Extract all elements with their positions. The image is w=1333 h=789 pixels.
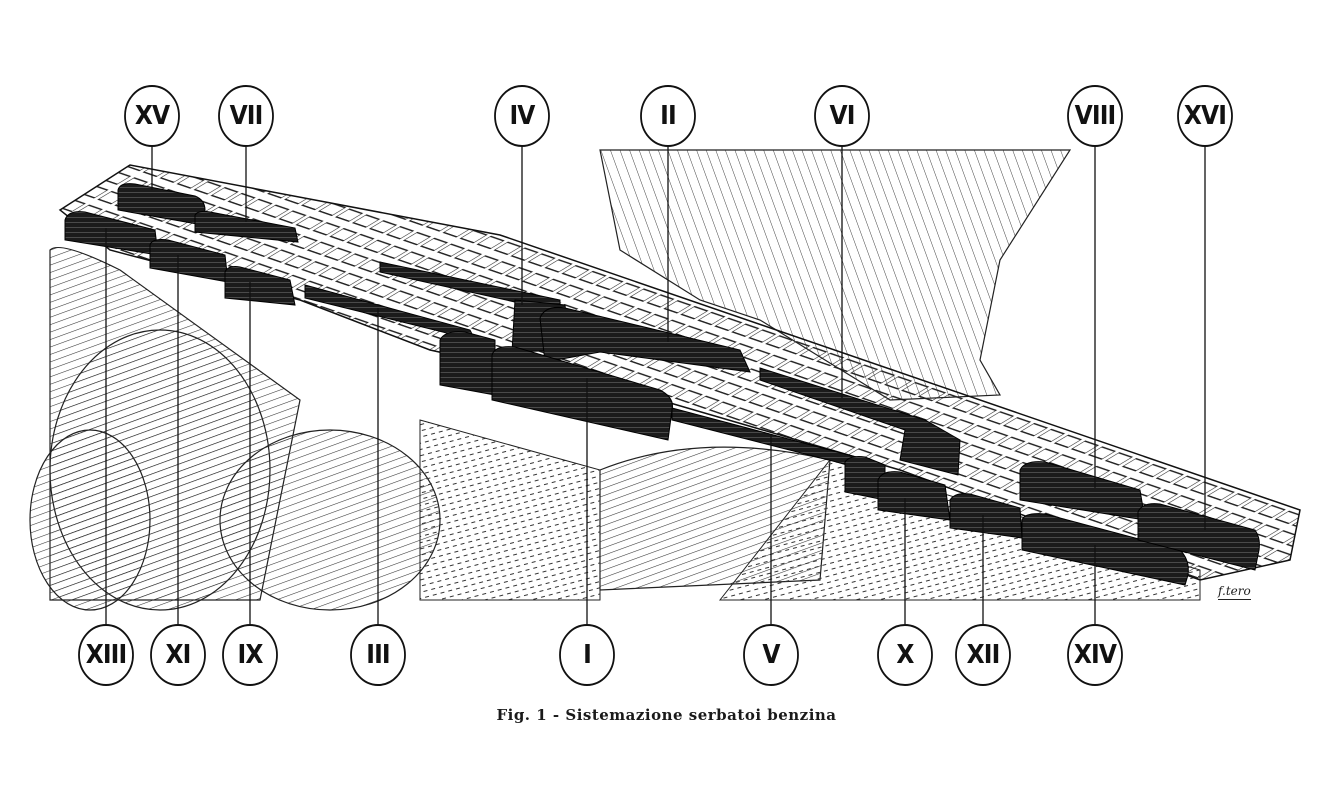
tank-I-left — [439, 331, 496, 396]
tank-XV — [117, 183, 206, 226]
callout-III: III — [350, 624, 406, 686]
callout-XVI: XVI — [1177, 85, 1233, 147]
callout-IV: IV — [494, 85, 550, 147]
callout-XIII: XIII — [78, 624, 134, 686]
callout-V: V — [743, 624, 799, 686]
engine-cowl-2 — [219, 429, 441, 611]
callout-II: II — [640, 85, 696, 147]
tank-II — [539, 307, 751, 373]
callout-XV: XV — [124, 85, 180, 147]
fuel-tanks — [64, 183, 1260, 586]
callout-XIV: XIV — [1067, 624, 1123, 686]
callout-I: I — [559, 624, 615, 686]
leader-lines — [105, 147, 1206, 624]
tank-XII — [949, 493, 1023, 539]
callout-XII: XII — [955, 624, 1011, 686]
callout-IX: IX — [222, 624, 278, 686]
tank-VII — [194, 210, 299, 243]
callout-X: X — [877, 624, 933, 686]
callout-XI: XI — [150, 624, 206, 686]
tank-X — [877, 471, 951, 521]
figure-caption: Fig. 1 - Sistemazione serbatoi benzina — [496, 706, 837, 724]
tank-XVI — [1137, 503, 1260, 571]
engine-cowl-3 — [29, 429, 151, 611]
callout-VIII: VIII — [1067, 85, 1123, 147]
callout-VII: VII — [218, 85, 274, 147]
tank-VI — [759, 367, 961, 476]
tank-IX — [224, 266, 296, 306]
lower-surface — [419, 419, 601, 601]
artist-signature: f.tero — [1218, 584, 1251, 600]
callout-VI: VI — [814, 85, 870, 147]
